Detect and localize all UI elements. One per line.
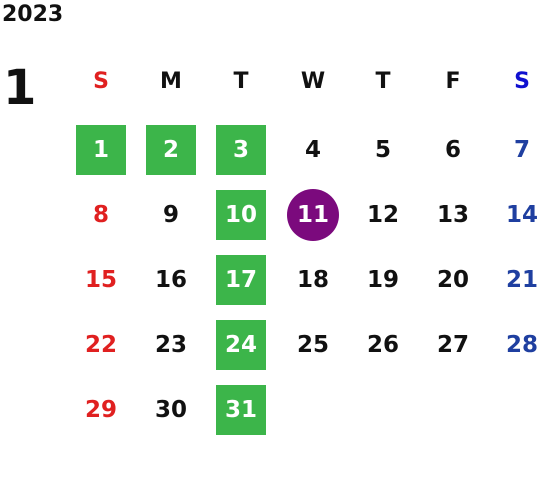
day-cell-today[interactable]: 11 [287, 189, 339, 241]
day-cell[interactable]: 28 [505, 332, 538, 358]
day-cell[interactable]: 6 [444, 137, 461, 163]
day-cell[interactable]: 22 [84, 332, 117, 358]
day-cell-highlighted[interactable]: 24 [216, 320, 266, 370]
day-cell[interactable]: 5 [374, 137, 391, 163]
day-cell[interactable]: 19 [366, 267, 399, 293]
weekday-header-fri: F [445, 68, 461, 94]
day-cell[interactable]: 4 [304, 137, 321, 163]
year-label: 2023 [2, 2, 64, 27]
day-cell[interactable]: 12 [366, 202, 399, 228]
day-cell[interactable]: 30 [154, 397, 187, 423]
day-cell[interactable]: 13 [436, 202, 469, 228]
day-cell-highlighted[interactable]: 31 [216, 385, 266, 435]
weekday-header-mon: M [160, 68, 182, 94]
day-cell-highlighted[interactable]: 17 [216, 255, 266, 305]
day-cell[interactable]: 20 [436, 267, 469, 293]
month-number: 1 [3, 60, 37, 116]
day-cell[interactable]: 14 [505, 202, 538, 228]
day-cell[interactable]: 23 [154, 332, 187, 358]
day-cell[interactable]: 15 [84, 267, 117, 293]
weekday-header-thu: T [375, 68, 391, 94]
day-cell[interactable]: 16 [154, 267, 187, 293]
day-cell[interactable]: 7 [513, 137, 530, 163]
day-cell[interactable]: 8 [92, 202, 109, 228]
day-cell[interactable]: 21 [505, 267, 538, 293]
weekday-header-sat: S [514, 68, 530, 94]
day-cell[interactable]: 27 [436, 332, 469, 358]
day-cell[interactable]: 29 [84, 397, 117, 423]
day-cell[interactable]: 25 [296, 332, 329, 358]
day-cell-highlighted[interactable]: 1 [76, 125, 126, 175]
day-cell-highlighted[interactable]: 3 [216, 125, 266, 175]
weekday-header-wed: W [300, 68, 326, 94]
weekday-header-sun: S [93, 68, 109, 94]
day-cell[interactable]: 9 [162, 202, 179, 228]
day-cell[interactable]: 26 [366, 332, 399, 358]
weekday-header-tue: T [233, 68, 249, 94]
day-cell-highlighted[interactable]: 10 [216, 190, 266, 240]
day-cell-highlighted[interactable]: 2 [146, 125, 196, 175]
day-cell[interactable]: 18 [296, 267, 329, 293]
